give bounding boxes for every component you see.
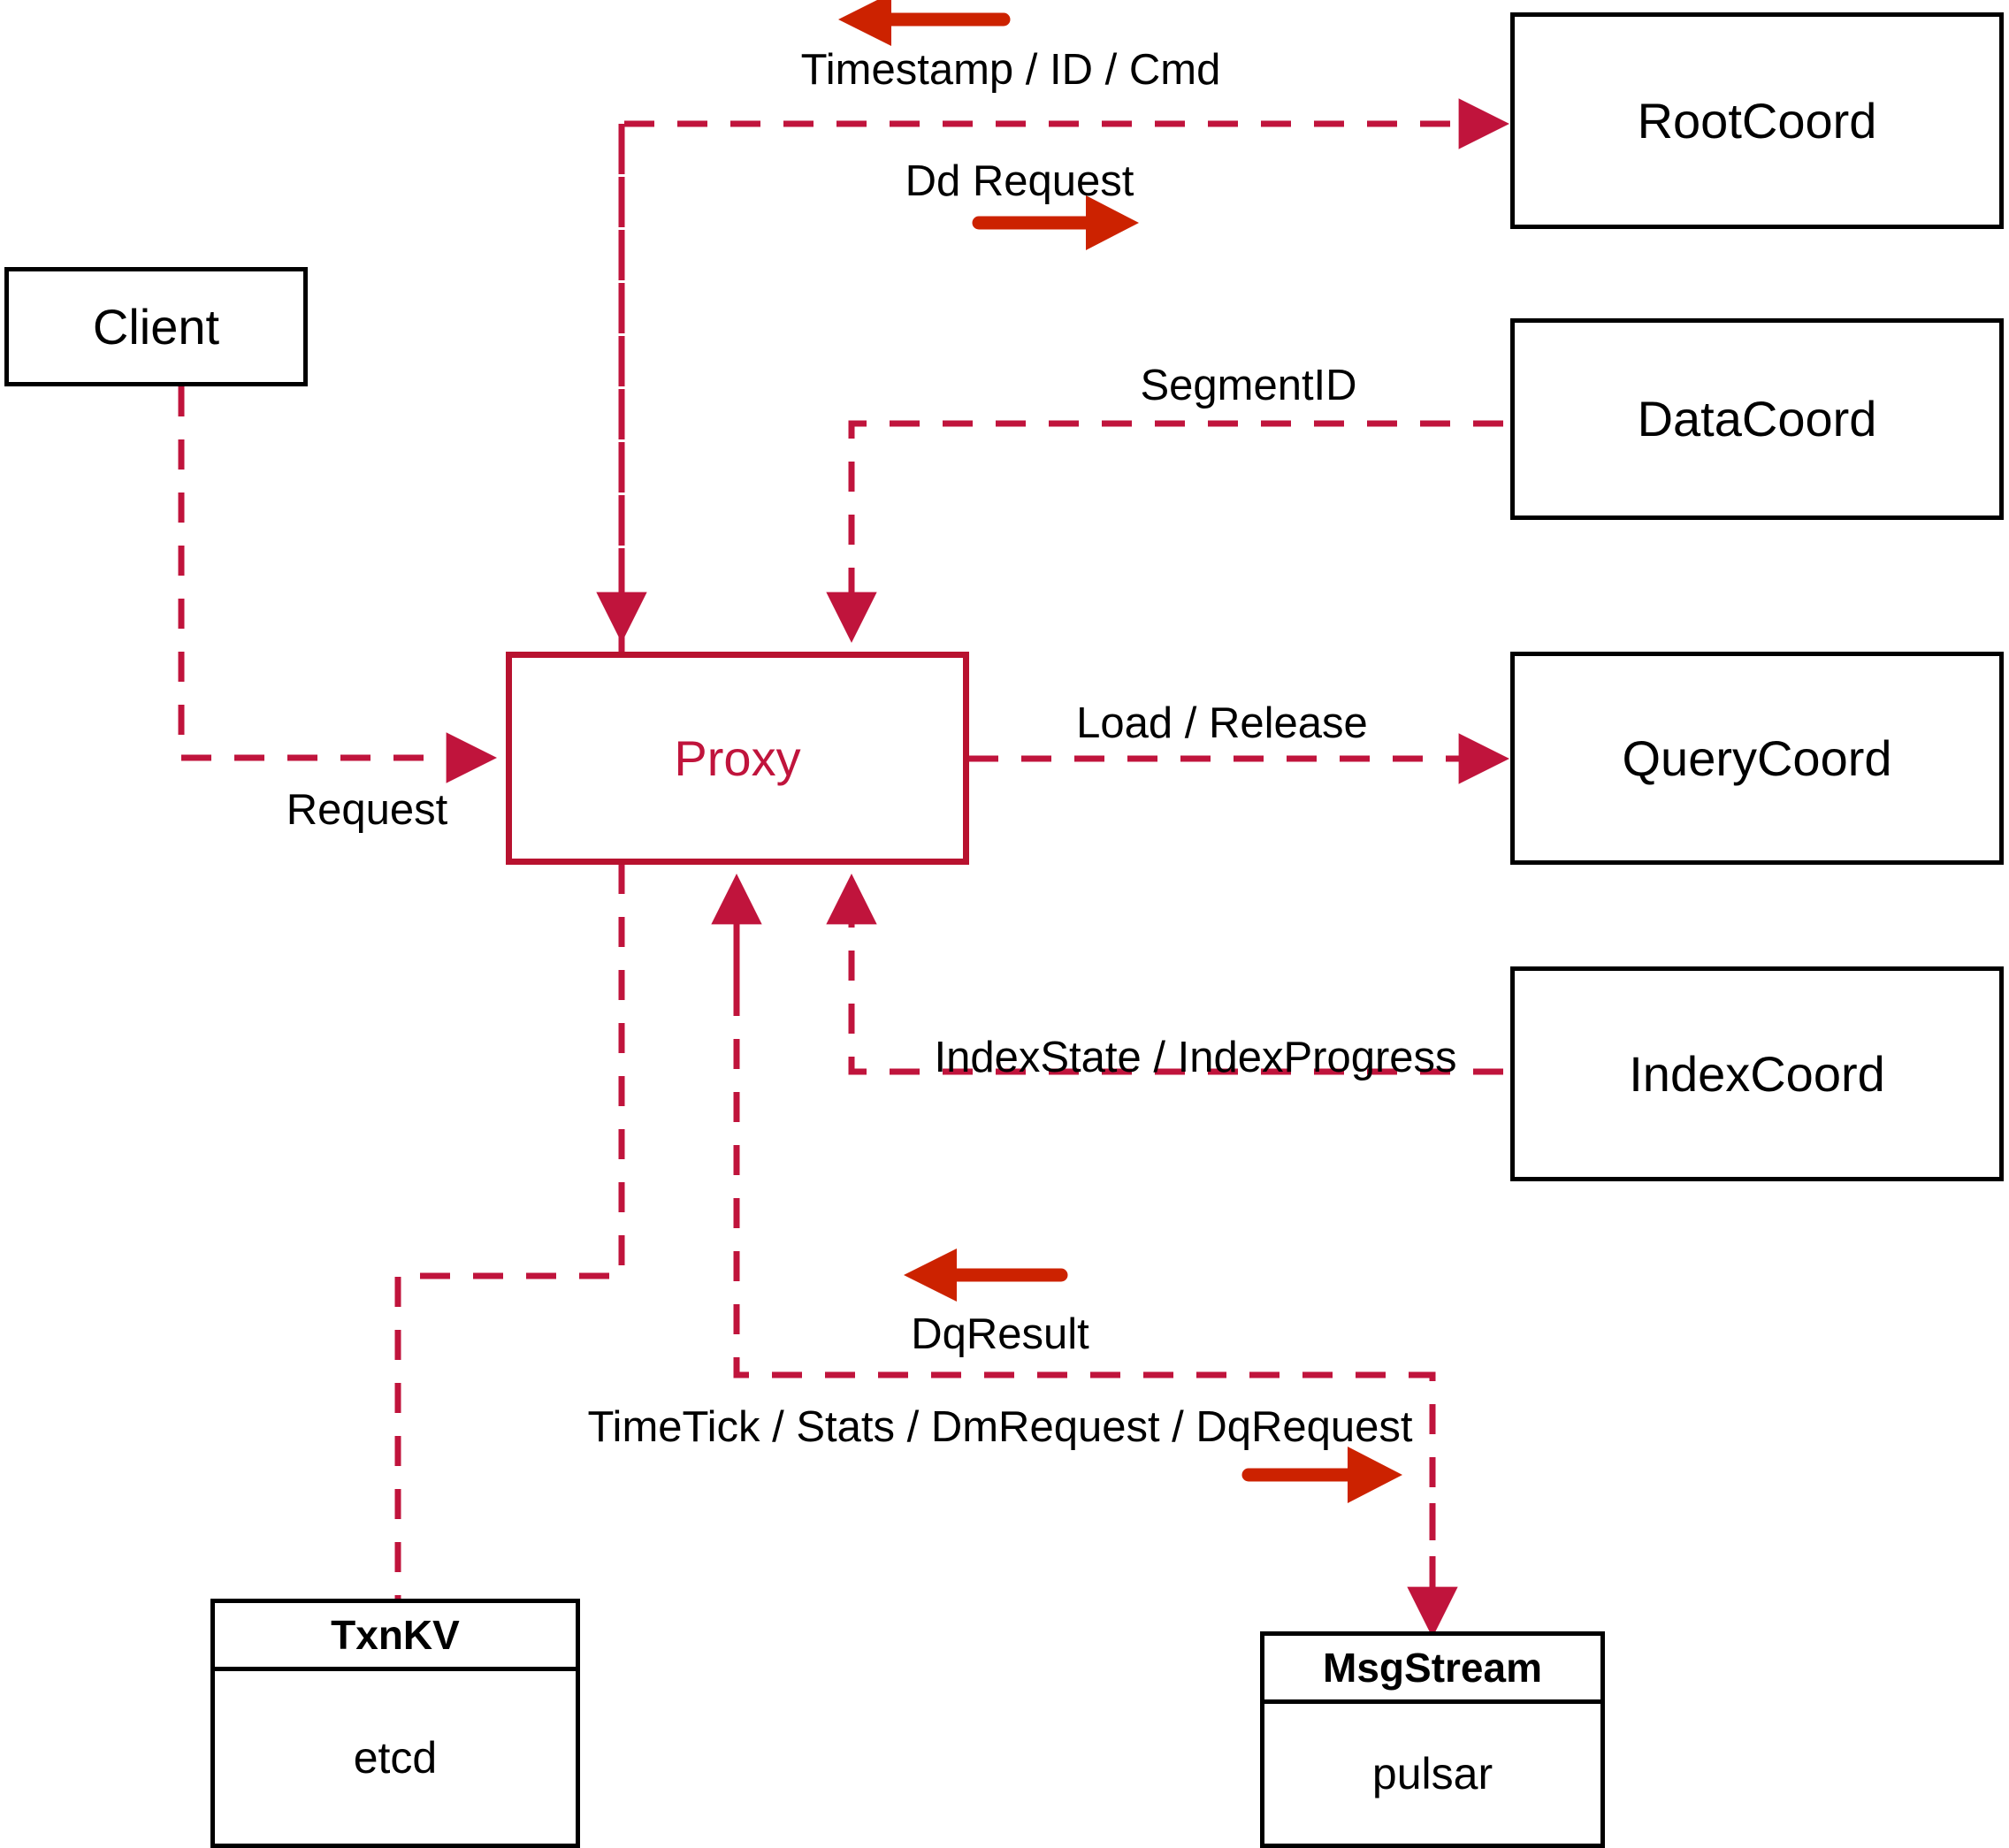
edge-proxy-txnkv — [394, 864, 625, 1599]
node-proxy[interactable]: Proxy — [506, 652, 969, 865]
edge-label-indexstate: IndexState / IndexProgress — [934, 1034, 1457, 1081]
node-client-label: Client — [92, 298, 220, 355]
node-datacoord-label: DataCoord — [1637, 391, 1877, 447]
node-txnkv-body: etcd — [353, 1732, 438, 1783]
edge-label-timetick: TimeTick / Stats / DmRequest / DqRequest — [587, 1403, 1413, 1451]
node-msgstream[interactable]: MsgStream pulsar — [1260, 1631, 1605, 1848]
node-rootcoord[interactable]: RootCoord — [1510, 12, 2004, 229]
node-querycoord[interactable]: QueryCoord — [1510, 652, 2004, 865]
direction-arrow-dd-request — [972, 195, 1139, 250]
edge-label-segmentid: SegmentID — [1140, 362, 1357, 409]
node-client[interactable]: Client — [4, 267, 308, 386]
node-rootcoord-label: RootCoord — [1637, 92, 1877, 149]
direction-arrow-dqresult — [904, 1249, 1068, 1302]
edge-label-timestamp-id-cmd: Timestamp / ID / Cmd — [800, 46, 1221, 94]
node-txnkv-title: TxnKV — [215, 1603, 576, 1671]
node-datacoord[interactable]: DataCoord — [1510, 318, 2004, 520]
node-txnkv[interactable]: TxnKV etcd — [210, 1599, 580, 1848]
direction-arrow-timestamp — [838, 0, 1011, 46]
edge-datacoord-proxy — [826, 420, 1503, 644]
node-indexcoord[interactable]: IndexCoord — [1510, 966, 2004, 1181]
node-proxy-label: Proxy — [674, 729, 801, 786]
edge-proxy-msgstream — [711, 873, 1458, 1638]
direction-arrow-dqrequest — [1241, 1447, 1402, 1503]
edge-label-dd-request: Dd Request — [905, 157, 1134, 205]
edge-label-dqresult: DqResult — [911, 1310, 1089, 1358]
edge-label-load-release: Load / Release — [1076, 699, 1368, 747]
edge-indexcoord-proxy — [826, 873, 1503, 1075]
edge-label-request: Request — [286, 786, 448, 834]
node-querycoord-label: QueryCoord — [1622, 729, 1892, 786]
edge-proxy-rootcoord — [596, 98, 1510, 652]
node-msgstream-body: pulsar — [1371, 1749, 1493, 1798]
node-msgstream-title: MsgStream — [1264, 1636, 1600, 1704]
edge-client-proxy — [178, 386, 498, 783]
node-indexcoord-label: IndexCoord — [1629, 1045, 1885, 1102]
